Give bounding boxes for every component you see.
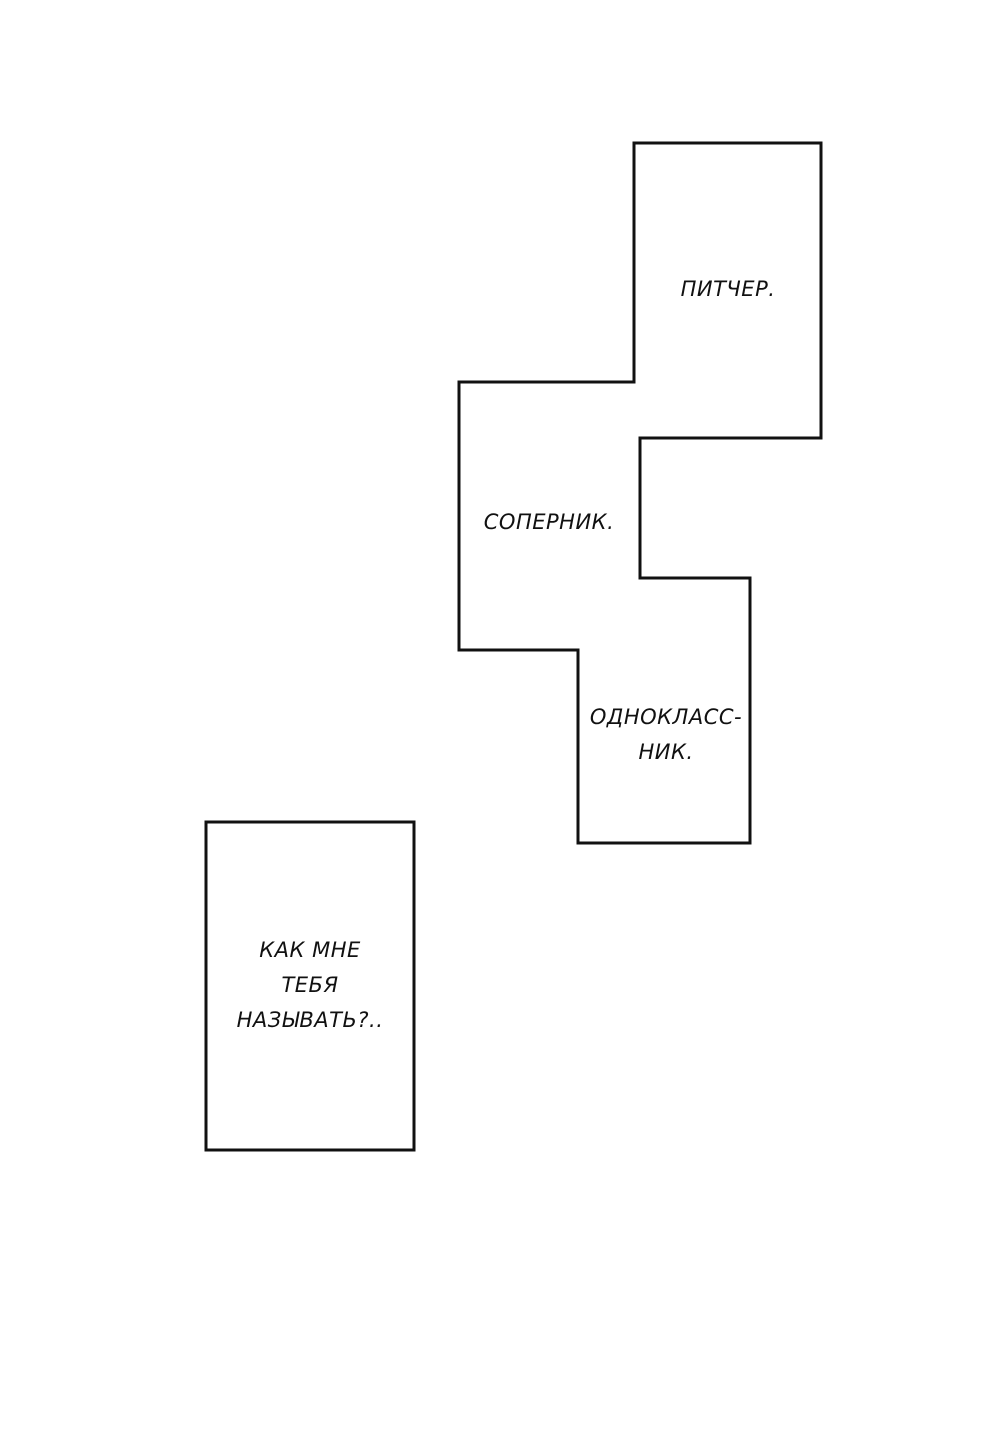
- caption-classmate-line1: ОДНОКЛАСС-: [589, 705, 743, 729]
- question-panel: [204, 820, 416, 1152]
- caption-rival: СОПЕРНИК.: [483, 510, 615, 534]
- caption-classmate-line2: НИК.: [638, 740, 694, 764]
- caption-classmate: ОДНОКЛАСС- НИК.: [590, 700, 742, 770]
- caption-question-line2: ТЕБЯ: [281, 973, 339, 997]
- stepped-panel: [457, 141, 823, 845]
- caption-question: КАК МНЕ ТЕБЯ НАЗЫВАТЬ?..: [237, 933, 384, 1038]
- caption-pitcher: ПИТЧЕР.: [680, 277, 776, 301]
- caption-question-line1: КАК МНЕ: [259, 938, 361, 962]
- caption-question-line3: НАЗЫВАТЬ?..: [236, 1008, 384, 1032]
